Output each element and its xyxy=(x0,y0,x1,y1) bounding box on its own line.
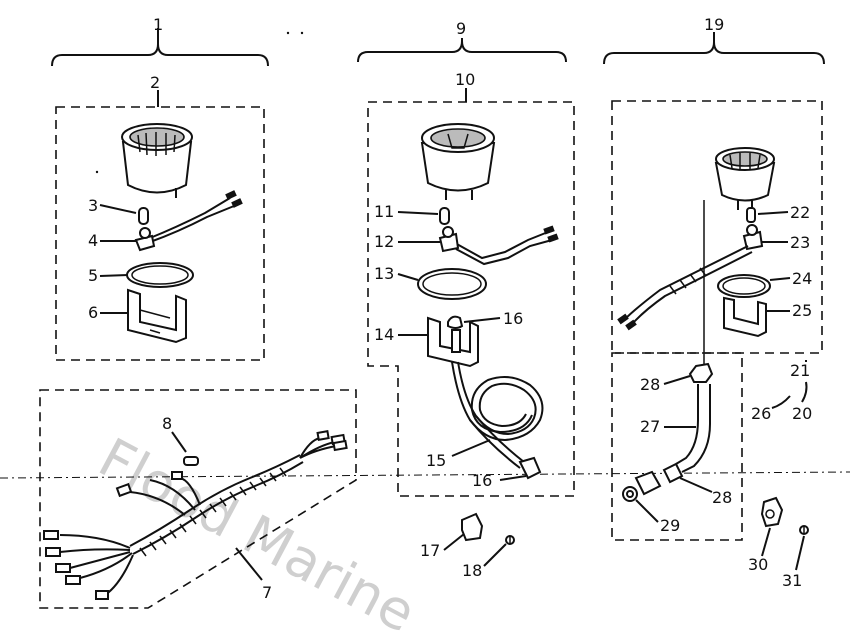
fitting-icon xyxy=(622,462,684,502)
center-line xyxy=(0,471,850,479)
callout-19: 19 xyxy=(704,15,724,34)
socket-icon xyxy=(438,226,460,253)
gauge-icon xyxy=(121,123,193,198)
leader-16-bottom xyxy=(499,475,527,481)
callout-31: 31 xyxy=(782,571,802,590)
callout-10: 10 xyxy=(455,70,475,89)
fuse-icon xyxy=(183,456,199,466)
screw-icon xyxy=(505,535,515,545)
callout-12: 12 xyxy=(374,232,394,251)
callout-17: 17 xyxy=(420,541,440,560)
leader-24 xyxy=(769,277,791,281)
callout-2: 2 xyxy=(150,73,160,92)
callout-14: 14 xyxy=(374,325,394,344)
speck xyxy=(300,31,304,35)
leader-18 xyxy=(483,543,507,567)
callout-6: 6 xyxy=(88,303,98,322)
callout-28-top: 28 xyxy=(640,375,660,394)
clip-icon xyxy=(447,315,464,329)
leader-20 xyxy=(801,381,808,403)
wire-lead-icon xyxy=(454,225,559,266)
leader-15 xyxy=(451,439,491,457)
callout-8: 8 xyxy=(162,414,172,433)
leader-26 xyxy=(771,395,791,409)
hose-icon xyxy=(675,384,711,473)
callout-30: 30 xyxy=(748,555,768,574)
speck xyxy=(95,170,99,174)
box-group-7 xyxy=(39,389,357,609)
gauge-icon xyxy=(714,147,776,210)
callout-5: 5 xyxy=(88,266,98,285)
leader-28-bottom xyxy=(679,477,713,493)
leader-29 xyxy=(635,499,659,523)
callout-16-bottom: 16 xyxy=(472,471,492,490)
callout-7: 7 xyxy=(262,583,272,602)
callout-22: 22 xyxy=(790,203,810,222)
box-group-21 xyxy=(611,100,823,354)
wire-lead-icon xyxy=(149,190,243,243)
clamp-icon xyxy=(760,496,784,528)
box-group-10 xyxy=(367,101,575,497)
box-group-2 xyxy=(55,106,265,361)
callout-21: 21 xyxy=(790,361,810,380)
ring-icon xyxy=(717,274,771,298)
leader-13 xyxy=(397,273,419,281)
callout-26: 26 xyxy=(751,404,771,423)
box-group-26 xyxy=(611,352,743,541)
bracket-icon xyxy=(427,316,479,368)
leader-30 xyxy=(761,527,771,557)
bulb-icon xyxy=(746,207,756,223)
bracket-icon xyxy=(723,296,767,338)
leader-5 xyxy=(99,274,129,277)
brace-group-9 xyxy=(357,40,567,63)
bulb-icon xyxy=(138,207,149,225)
wire-lead-icon xyxy=(617,245,753,331)
callout-16-top: 16 xyxy=(503,309,523,328)
callout-15: 15 xyxy=(426,451,446,470)
callout-29: 29 xyxy=(660,516,680,535)
socket-icon xyxy=(742,224,764,251)
brace-group-19 xyxy=(603,41,825,65)
leader-3 xyxy=(99,204,137,214)
callout-24: 24 xyxy=(792,269,812,288)
callout-13: 13 xyxy=(374,264,394,283)
clamp-icon xyxy=(461,512,484,542)
callout-25: 25 xyxy=(792,301,812,320)
leader-22 xyxy=(757,211,789,215)
callout-1: 1 xyxy=(153,15,163,34)
leader-7 xyxy=(235,547,263,581)
wiring-harness-icon xyxy=(43,430,348,600)
ring-icon xyxy=(126,262,194,288)
callout-11: 11 xyxy=(374,202,394,221)
leader-11 xyxy=(397,211,439,215)
tube-coil-icon xyxy=(451,361,544,469)
watermark: Flood Marine xyxy=(89,426,426,638)
bulb-icon xyxy=(439,207,450,225)
nut-icon xyxy=(688,362,714,383)
leader-28-top xyxy=(663,375,691,385)
callout-3: 3 xyxy=(88,196,98,215)
leader-31 xyxy=(795,535,805,571)
bracket-icon xyxy=(127,288,187,344)
speck xyxy=(286,31,290,35)
callout-18: 18 xyxy=(462,561,482,580)
callout-27: 27 xyxy=(640,417,660,436)
leader-8 xyxy=(171,431,187,453)
leader-16-top xyxy=(463,317,501,323)
tube-end-icon xyxy=(518,456,542,480)
callout-23: 23 xyxy=(790,233,810,252)
callout-20: 20 xyxy=(792,404,812,423)
callout-28-bottom: 28 xyxy=(712,488,732,507)
ring-icon xyxy=(417,268,487,300)
socket-icon xyxy=(134,227,156,252)
leader-17 xyxy=(443,533,465,551)
brace-group-1 xyxy=(51,43,269,67)
gauge-icon xyxy=(420,123,496,200)
callout-4: 4 xyxy=(88,231,98,250)
screw-icon xyxy=(799,525,809,535)
callout-9: 9 xyxy=(456,19,466,38)
